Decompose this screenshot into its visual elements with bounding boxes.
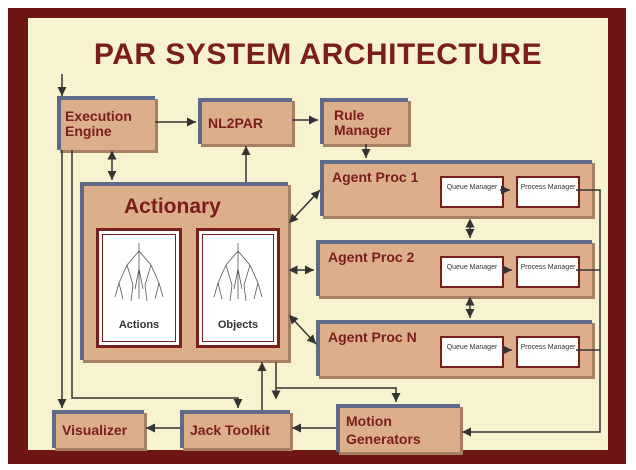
visualizer-box: Visualizer xyxy=(52,410,144,448)
motion-generators-box: Motion Generators xyxy=(336,404,460,452)
rule-manager-label: Rule Manager xyxy=(334,107,392,138)
diagram-title: PAR SYSTEM ARCHITECTURE xyxy=(93,38,543,71)
actionary-label: Actionary xyxy=(124,195,221,218)
objects-tree-icon xyxy=(213,243,263,302)
actions-panel: Actions xyxy=(96,228,182,348)
objects-panel: Objects xyxy=(196,228,280,348)
agent-proc-2-box: Agent Proc 2 Queue Manager Process Manag… xyxy=(316,240,592,296)
agent-proc-1-box: Agent Proc 1 Queue Manager Process Manag… xyxy=(320,160,592,216)
motion-generators-label: Motion Generators xyxy=(346,413,421,447)
process-manager-n: Process Manager xyxy=(516,336,580,368)
queue-manager-1: Queue Manager xyxy=(440,176,504,208)
jack-toolkit-box: Jack Toolkit xyxy=(180,410,290,448)
execution-engine-box: Execution Engine xyxy=(57,96,155,150)
nl2par-label: NL2PAR xyxy=(208,115,263,131)
nl2par-box: NL2PAR xyxy=(198,98,292,144)
process-manager-1: Process Manager xyxy=(516,176,580,208)
actions-label: Actions xyxy=(118,319,160,331)
agent-proc-2-label: Agent Proc 2 xyxy=(328,249,415,265)
rule-manager-box: Rule Manager xyxy=(320,98,408,144)
agent-proc-1-label: Agent Proc 1 xyxy=(332,169,419,185)
actionary-box: Actionary Actions Objects xyxy=(80,182,288,360)
queue-manager-n: Queue Manager xyxy=(440,336,504,368)
jack-toolkit-label: Jack Toolkit xyxy=(190,422,270,438)
agent-proc-n-label: Agent Proc N xyxy=(328,329,417,345)
actions-tree-icon xyxy=(114,243,164,302)
agent-proc-n-box: Agent Proc N Queue Manager Process Manag… xyxy=(316,320,592,376)
visualizer-label: Visualizer xyxy=(62,422,128,438)
objects-label: Objects xyxy=(217,319,259,331)
queue-manager-2: Queue Manager xyxy=(440,256,504,288)
process-manager-2: Process Manager xyxy=(516,256,580,288)
execution-engine-label: Execution Engine xyxy=(65,108,132,139)
